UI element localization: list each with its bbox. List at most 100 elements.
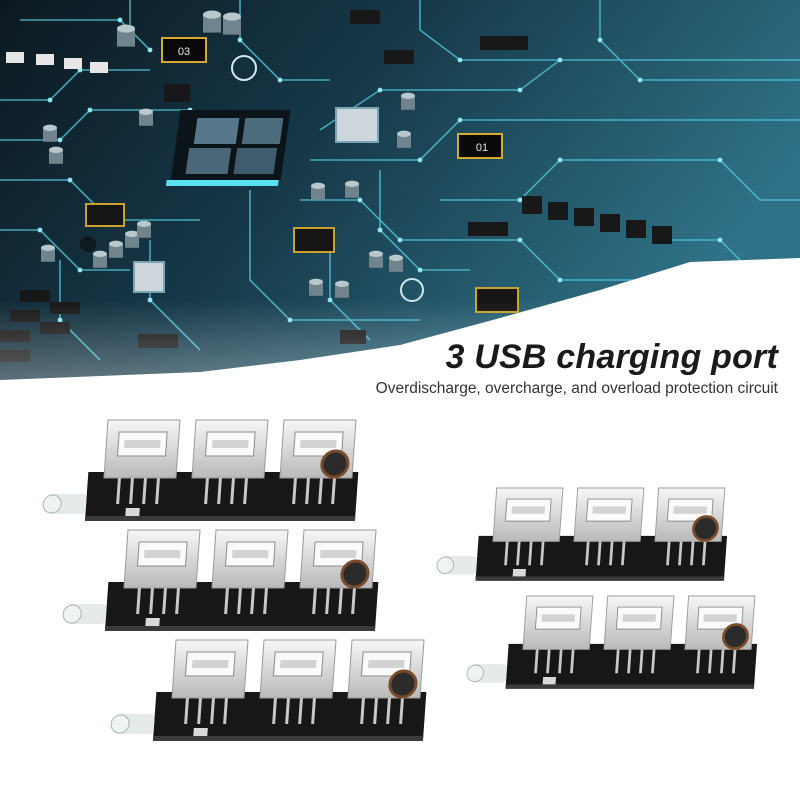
capacitor bbox=[345, 183, 359, 198]
circuit-via bbox=[517, 237, 523, 243]
circuit-via bbox=[87, 107, 93, 113]
inductor bbox=[340, 559, 370, 589]
capacitor-top bbox=[43, 124, 57, 131]
circuit-via bbox=[417, 267, 423, 273]
capacitor-top bbox=[397, 130, 411, 137]
usb-port bbox=[259, 639, 337, 724]
pcb-edge bbox=[505, 684, 755, 689]
capacitor-top bbox=[49, 146, 63, 153]
capacitor bbox=[137, 223, 151, 238]
processor-chip bbox=[165, 110, 291, 186]
capacitor bbox=[41, 247, 55, 262]
circuit-trace bbox=[419, 0, 560, 61]
circuit-via bbox=[37, 227, 43, 233]
capacitor-top bbox=[345, 180, 359, 187]
led-lens bbox=[110, 714, 130, 734]
charging-board bbox=[110, 639, 427, 741]
circuit-via bbox=[357, 197, 363, 203]
resistor-array-right bbox=[522, 196, 672, 244]
circuit-via bbox=[237, 37, 243, 43]
capacitor bbox=[335, 283, 349, 298]
circuit-via bbox=[597, 297, 603, 303]
led-lens bbox=[62, 604, 82, 624]
capacitor-top bbox=[389, 254, 403, 261]
led-lens bbox=[436, 556, 455, 575]
capacitor-top bbox=[125, 230, 139, 237]
circuit-via bbox=[517, 197, 523, 203]
circuit-via bbox=[557, 157, 563, 163]
circuit-trace bbox=[0, 229, 130, 271]
circuit-via bbox=[77, 267, 83, 273]
circuit-trace bbox=[379, 170, 470, 271]
inductor bbox=[388, 669, 418, 699]
circuit-via bbox=[117, 17, 123, 23]
usb-port bbox=[603, 595, 675, 674]
capacitor bbox=[43, 127, 57, 142]
capacitor-top bbox=[401, 92, 415, 99]
circuit-via bbox=[717, 237, 723, 243]
capacitor bbox=[389, 257, 403, 272]
charging-board bbox=[42, 419, 359, 521]
usb-port bbox=[684, 595, 756, 674]
circuit-trace bbox=[0, 69, 150, 101]
chip-01: 01 bbox=[457, 133, 503, 159]
circuit-trace bbox=[599, 0, 800, 81]
usb-port bbox=[492, 487, 564, 566]
circuit-via bbox=[377, 87, 383, 93]
capacitor bbox=[401, 95, 415, 110]
pcb-edge bbox=[475, 576, 725, 581]
capacitor-top bbox=[335, 280, 349, 287]
circuit-via bbox=[417, 157, 423, 163]
capacitor-top bbox=[309, 278, 323, 285]
circuit-trace bbox=[0, 179, 200, 221]
circuit-trace bbox=[300, 199, 800, 281]
circuit-trace bbox=[440, 159, 800, 201]
capacitor bbox=[203, 14, 221, 33]
usb-port bbox=[103, 419, 181, 504]
capacitor-top bbox=[93, 250, 107, 257]
pcb bbox=[153, 692, 427, 740]
inductor bbox=[722, 623, 749, 650]
micro-usb-port bbox=[125, 508, 140, 516]
capacitor bbox=[223, 16, 241, 35]
charging-board bbox=[62, 529, 379, 631]
capacitor bbox=[369, 253, 383, 268]
capacitor bbox=[93, 253, 107, 268]
circuit-via bbox=[377, 227, 383, 233]
usb-port bbox=[573, 487, 645, 566]
capacitor-top bbox=[139, 108, 153, 115]
pcb-edge bbox=[104, 626, 376, 631]
circuit-via bbox=[277, 77, 283, 83]
pcb bbox=[505, 643, 758, 689]
pcb-edge bbox=[84, 516, 356, 521]
circuit-via bbox=[557, 277, 563, 283]
usb-port bbox=[123, 529, 201, 614]
circuit-vias bbox=[37, 17, 723, 323]
circuit-via bbox=[47, 97, 53, 103]
circuit-trace bbox=[0, 109, 190, 141]
pcb bbox=[105, 582, 379, 630]
pcb-edge bbox=[152, 736, 424, 741]
pcb bbox=[85, 472, 359, 520]
capacitor-top bbox=[109, 240, 123, 247]
headline-block: 3 USB charging port Overdischarge, overc… bbox=[376, 338, 778, 398]
circuit-via bbox=[57, 137, 63, 143]
capacitor bbox=[125, 233, 139, 248]
capacitor-top bbox=[203, 10, 221, 19]
circuit-via bbox=[597, 37, 603, 43]
circuit-via bbox=[637, 77, 643, 83]
circuit-via bbox=[397, 237, 403, 243]
charging-boards-group bbox=[42, 419, 758, 741]
usb-port bbox=[522, 595, 594, 674]
capacitor bbox=[139, 111, 153, 126]
usb-port bbox=[171, 639, 249, 724]
led-lens bbox=[466, 664, 485, 683]
capacitor bbox=[309, 281, 323, 296]
micro-usb-port bbox=[193, 728, 208, 736]
resistor-row bbox=[6, 52, 108, 73]
circuit-trace bbox=[310, 119, 800, 161]
product-title: 3 USB charging port bbox=[445, 338, 778, 376]
svg-text:03: 03 bbox=[178, 46, 190, 58]
